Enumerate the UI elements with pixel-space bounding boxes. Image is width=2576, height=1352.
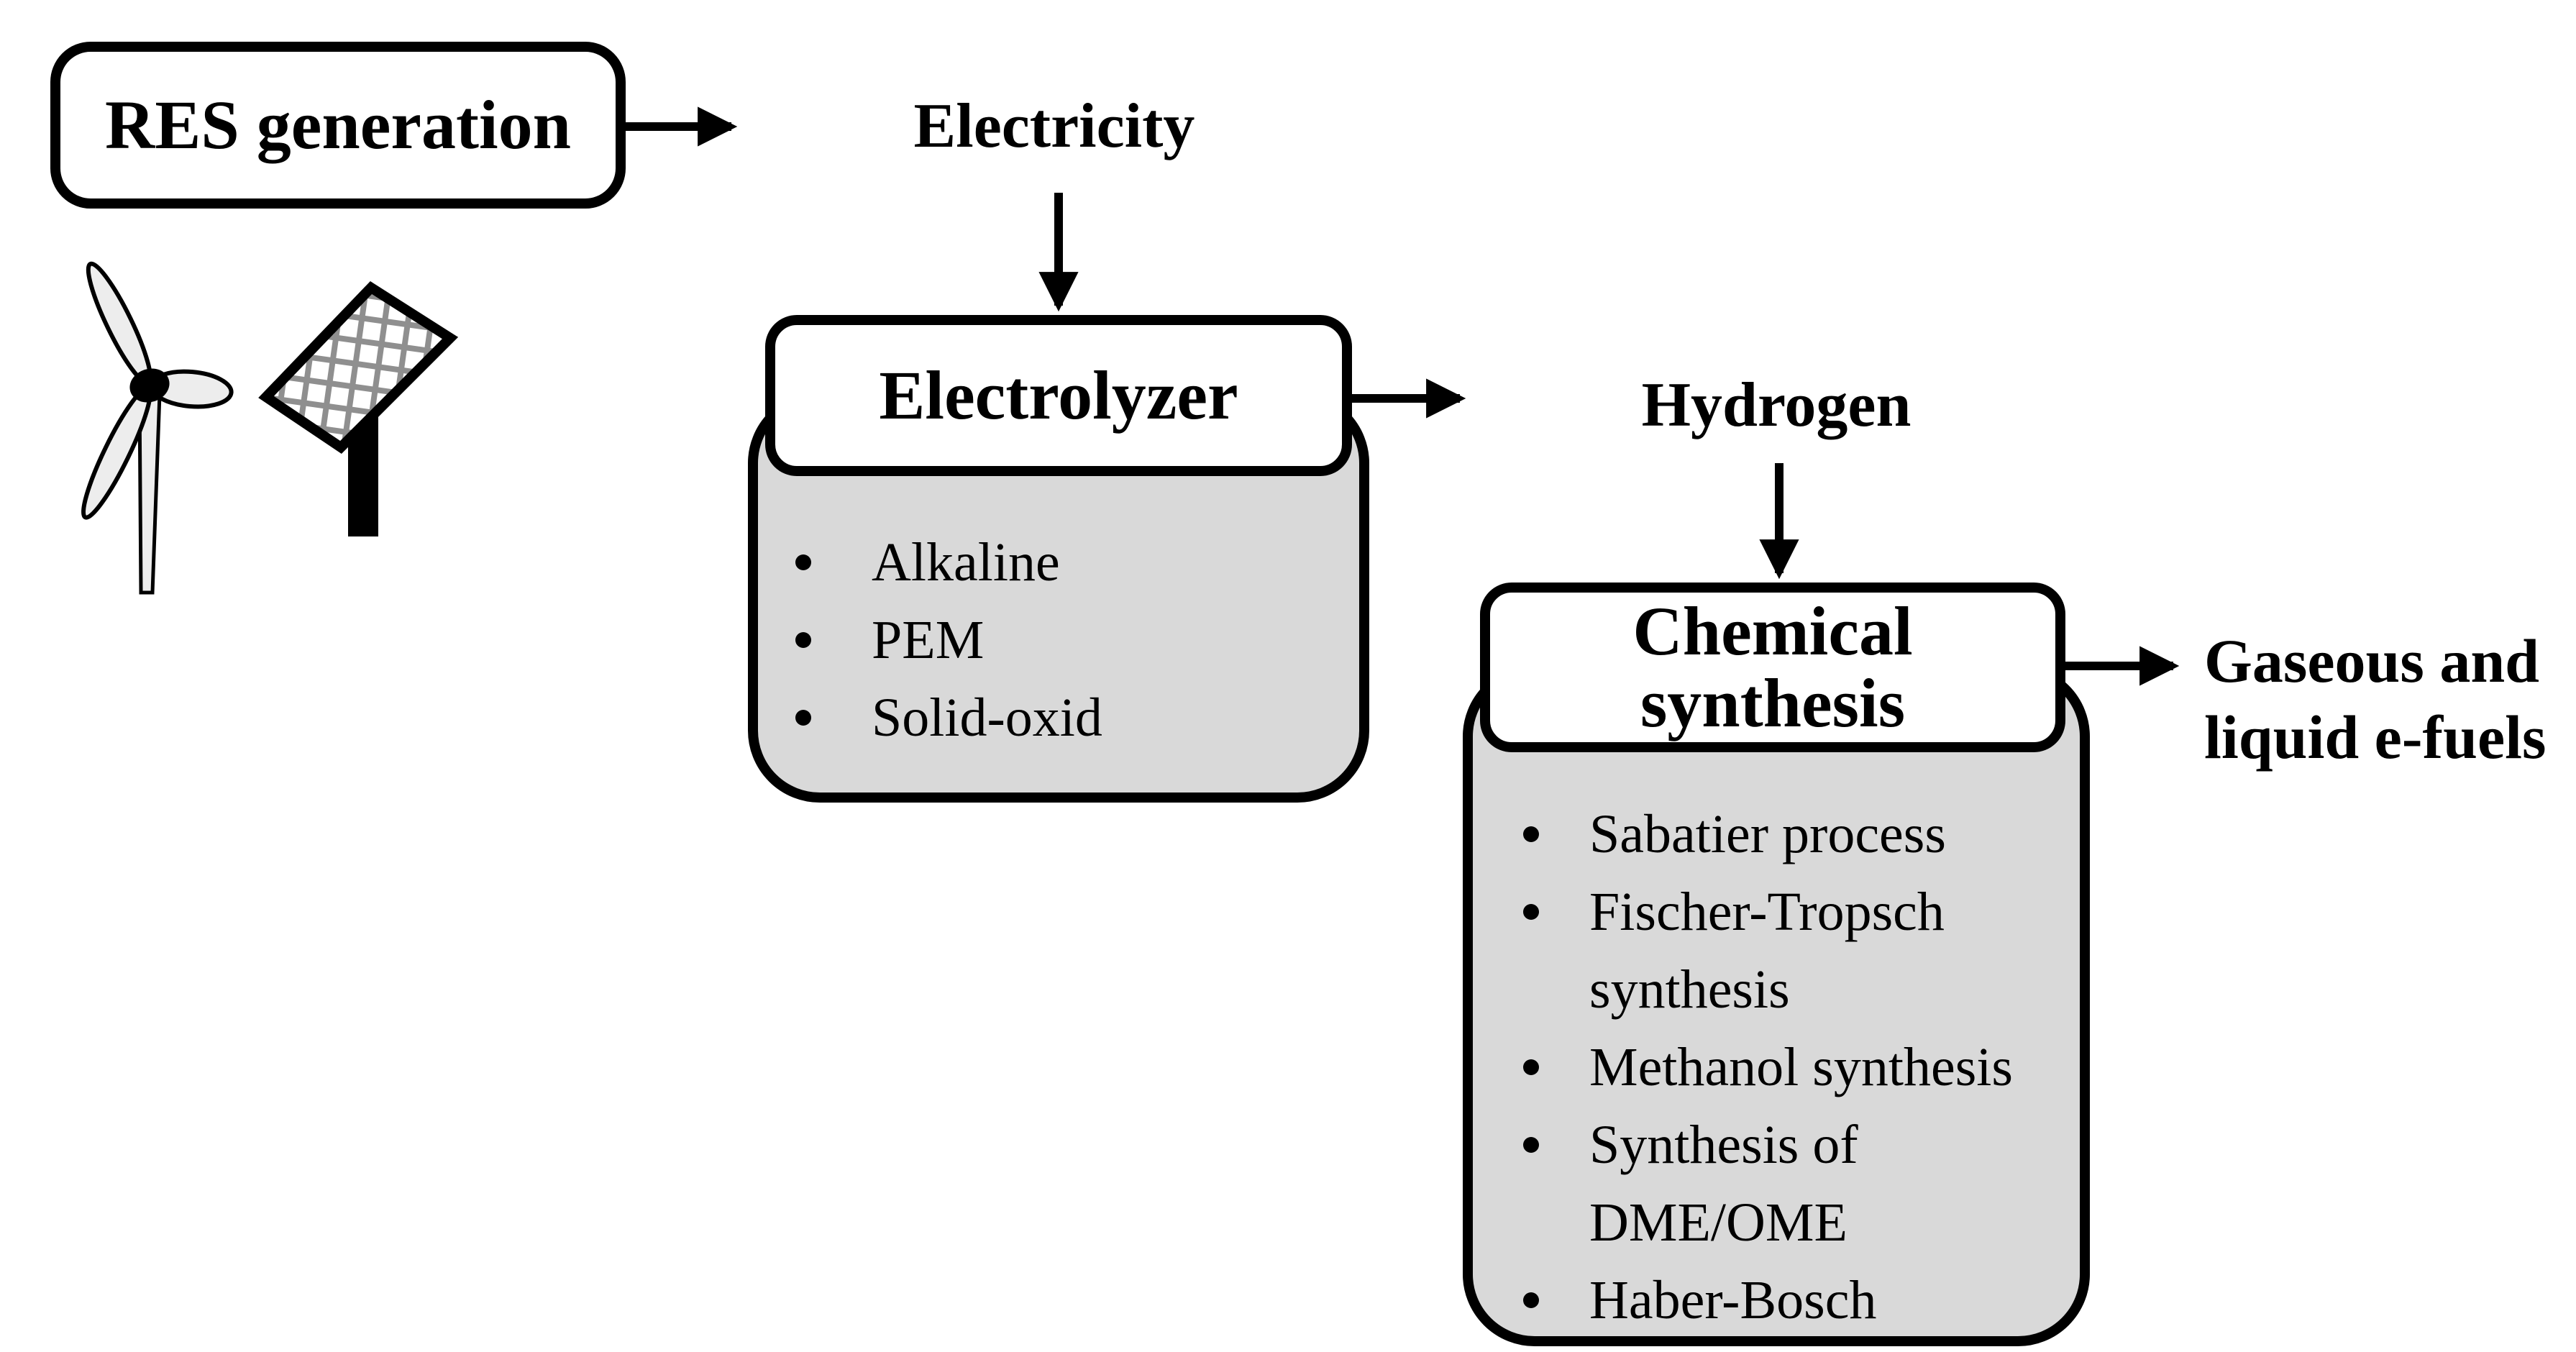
res-generation-box: RES generation xyxy=(50,42,626,209)
res-generation-label: RES generation xyxy=(105,86,571,163)
electrolyzer-list: Alkaline PEM Solid-oxid xyxy=(795,524,1338,757)
hydrogen-label: Hydrogen xyxy=(1641,370,1912,440)
chemical-synthesis-body: Sabatier process Fischer-Tropsch synthes… xyxy=(1463,664,2090,1346)
list-item: Solid-oxid xyxy=(795,679,1338,757)
bullet-icon xyxy=(1523,904,1539,920)
bullet-icon xyxy=(795,632,811,648)
list-item: Fischer-Tropsch synthesis xyxy=(1523,873,2065,1028)
bullet-icon xyxy=(795,710,811,726)
electrolyzer-title-box: Electrolyzer xyxy=(765,315,1352,476)
electrolyzer-title: Electrolyzer xyxy=(879,357,1238,434)
list-item: Methanol synthesis xyxy=(1523,1028,2065,1106)
list-item-label: Synthesis of DME/OME xyxy=(1589,1115,1858,1253)
list-item-label: PEM xyxy=(872,610,985,670)
efuels-label: Gaseous and liquid e-fuels xyxy=(2204,626,2547,772)
wind-turbine-icon xyxy=(81,261,234,595)
list-item-label: Alkaline xyxy=(872,532,1060,593)
list-item: PEM xyxy=(795,601,1338,679)
solar-panel-icon xyxy=(258,281,459,536)
list-item-label: Fischer-Tropsch synthesis xyxy=(1589,882,1945,1020)
list-item: Synthesis of DME/OME xyxy=(1523,1106,2065,1261)
electricity-label: Electricity xyxy=(913,91,1195,161)
list-item-label: Solid-oxid xyxy=(872,688,1102,748)
list-item: Alkaline xyxy=(795,524,1338,601)
list-item-label: Sabatier process xyxy=(1589,804,1946,864)
chemical-synthesis-title: Chemical synthesis xyxy=(1632,593,1913,741)
bullet-icon xyxy=(1523,1059,1539,1075)
list-item-label: Methanol synthesis xyxy=(1589,1037,2013,1097)
bullet-icon xyxy=(795,554,811,570)
list-item: Sabatier process xyxy=(1523,795,2065,873)
list-item-label: Haber-Bosch xyxy=(1589,1270,1877,1330)
bullet-icon xyxy=(1523,1137,1539,1153)
list-item: Haber-Bosch xyxy=(1523,1261,2065,1339)
chemical-synthesis-list: Sabatier process Fischer-Tropsch synthes… xyxy=(1523,795,2065,1339)
bullet-icon xyxy=(1523,826,1539,842)
bullet-icon xyxy=(1523,1292,1539,1308)
chemical-synthesis-title-box: Chemical synthesis xyxy=(1480,583,2065,752)
